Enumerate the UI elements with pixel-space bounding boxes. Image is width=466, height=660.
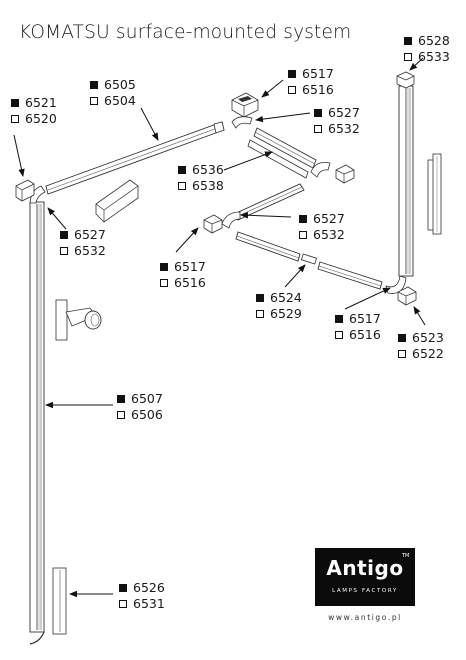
- profile-mid-diagonal: [233, 183, 305, 221]
- feeder-bottom: [29, 567, 67, 645]
- black-square-icon: [404, 37, 412, 45]
- black-square-icon: [398, 334, 406, 342]
- white-square-icon: [299, 231, 307, 239]
- end-cap-right-top: [396, 71, 415, 89]
- black-square-icon: [314, 109, 322, 117]
- corner-cube-top: [231, 92, 259, 118]
- part-label-6526: 6526 6531: [119, 580, 165, 612]
- black-square-icon: [117, 395, 125, 403]
- logo-name: Antigo: [326, 556, 404, 580]
- white-square-icon: [90, 97, 98, 105]
- part-label-6523: 6523 6522: [398, 330, 444, 362]
- white-square-icon: [119, 600, 127, 608]
- page-title: KOMATSU surface-mounted system: [19, 22, 352, 43]
- white-square-icon: [398, 350, 406, 358]
- black-square-icon: [288, 70, 296, 78]
- black-square-icon: [256, 294, 264, 302]
- profile-lower-right: [317, 261, 383, 290]
- part-label-6528: 6528 6533: [404, 33, 450, 65]
- white-square-icon: [288, 86, 296, 94]
- logo-tagline: LAMPS FACTORY: [332, 588, 398, 594]
- black-square-icon: [11, 99, 19, 107]
- wall-lamp-right: [427, 153, 442, 235]
- white-square-icon: [314, 125, 322, 133]
- white-square-icon: [60, 247, 68, 255]
- logo-url: www.antigo.pl: [328, 613, 402, 622]
- part-label-6517-lower: 6517 6516: [335, 311, 381, 343]
- black-square-icon: [178, 166, 186, 174]
- white-square-icon: [160, 279, 168, 287]
- white-square-icon: [404, 53, 412, 61]
- corner-connector-lower-right: [385, 275, 407, 294]
- logo-trademark: TM: [402, 553, 410, 559]
- part-label-6527-top: 6527 6532: [314, 105, 360, 137]
- black-square-icon: [90, 81, 98, 89]
- corner-connector-mid: [221, 211, 241, 229]
- small-cube-right: [335, 164, 355, 184]
- part-label-6517-top: 6517 6516: [288, 66, 334, 98]
- white-square-icon: [117, 411, 125, 419]
- profile-mid-lower: [235, 231, 301, 262]
- horizontal-profile-top: [45, 121, 225, 195]
- black-square-icon: [160, 263, 168, 271]
- white-square-icon: [335, 331, 343, 339]
- vertical-profile-right: [398, 85, 414, 277]
- corner-cube-mid: [203, 214, 223, 234]
- part-label-6527-left: 6527 6532: [60, 227, 106, 259]
- part-label-6536: 6536 6538: [178, 162, 224, 194]
- antigo-logo: Antigo TM LAMPS FACTORY: [315, 548, 415, 606]
- part-label-6527-mid: 6527 6532: [299, 211, 345, 243]
- spotlight-left: [55, 299, 102, 341]
- part-label-6524: 6524 6529: [256, 290, 302, 322]
- white-square-icon: [256, 310, 264, 318]
- corner-connector-mid-right: [310, 162, 331, 178]
- end-cube-lower-right: [397, 286, 417, 306]
- end-cap-left: [15, 179, 35, 202]
- vertical-profile-long: [29, 201, 45, 633]
- corner-connector-top: [231, 116, 253, 129]
- black-square-icon: [335, 315, 343, 323]
- part-label-6517-mid: 6517 6516: [160, 259, 206, 291]
- leader-arrows: [13, 57, 426, 598]
- wall-lamp-left: [95, 179, 139, 223]
- black-square-icon: [119, 584, 127, 592]
- white-square-icon: [11, 115, 19, 123]
- part-label-6507: 6507 6506: [117, 391, 163, 423]
- linear-connector: [300, 253, 318, 265]
- white-square-icon: [178, 182, 186, 190]
- black-square-icon: [299, 215, 307, 223]
- black-square-icon: [60, 231, 68, 239]
- part-label-6505: 6505 6504: [90, 77, 136, 109]
- part-label-6521: 6521 6520: [11, 95, 57, 127]
- profile-mid-upper: [247, 127, 317, 179]
